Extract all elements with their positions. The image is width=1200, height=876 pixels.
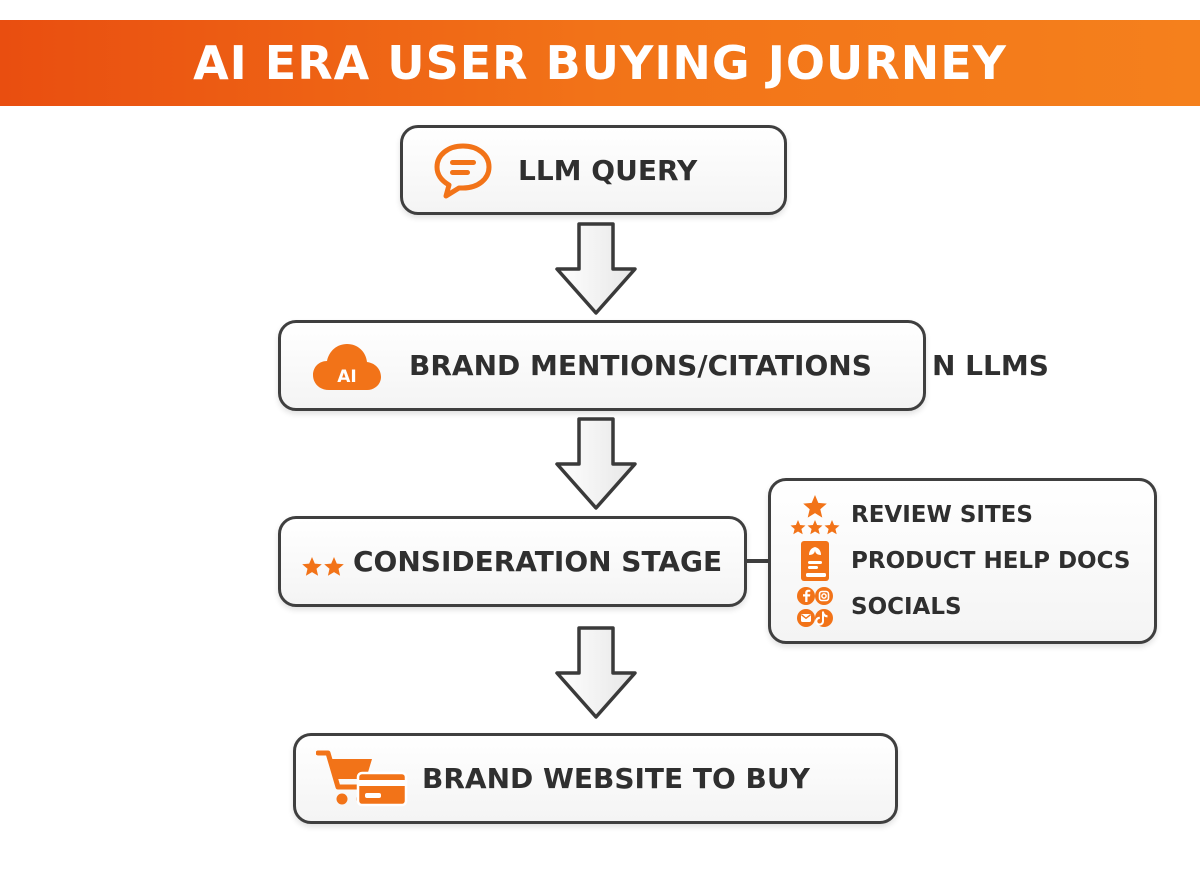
down-arrow-icon	[555, 222, 637, 315]
step-label: BRAND MENTIONS/CITATIONS	[409, 349, 872, 382]
cart-card-icon	[316, 747, 408, 811]
step-label: BRAND WEBSITE TO BUY	[422, 762, 810, 795]
source-item-socials: SOCIALS	[789, 584, 962, 630]
step-trailing-text: N LLMS	[932, 349, 1049, 382]
ai-cloud-icon: AI	[311, 336, 383, 396]
consideration-sources-box: REVIEW SITES PRODUCT HELP DOCS	[768, 478, 1157, 644]
page-title: AI ERA USER BUYING JOURNEY	[193, 36, 1007, 90]
down-arrow-icon	[555, 626, 637, 719]
step-label: LLM QUERY	[518, 153, 698, 187]
social-icons-icon	[789, 586, 841, 628]
star-rating-icon	[789, 494, 841, 536]
down-arrow-icon	[555, 417, 637, 510]
step-label: CONSIDERATION STAGE	[353, 545, 723, 578]
ai-badge-text: AI	[337, 367, 356, 387]
source-label: PRODUCT HELP DOCS	[851, 548, 1131, 574]
source-item-product-help-docs: PRODUCT HELP DOCS	[789, 538, 1130, 584]
header-banner: AI ERA USER BUYING JOURNEY	[0, 20, 1200, 106]
connector-line	[747, 559, 770, 563]
step-brand-mentions: AI BRAND MENTIONS/CITATIONS	[278, 320, 926, 411]
step-llm-query: LLM QUERY	[400, 125, 787, 215]
source-item-review-sites: REVIEW SITES	[789, 492, 1033, 538]
two-stars-icon	[301, 555, 345, 579]
source-label: SOCIALS	[851, 594, 962, 620]
source-label: REVIEW SITES	[851, 502, 1033, 528]
book-icon	[789, 540, 841, 582]
chat-bubble-icon	[433, 140, 493, 200]
step-consideration-stage: CONSIDERATION STAGE	[278, 516, 747, 607]
step-brand-website: BRAND WEBSITE TO BUY	[293, 733, 898, 824]
